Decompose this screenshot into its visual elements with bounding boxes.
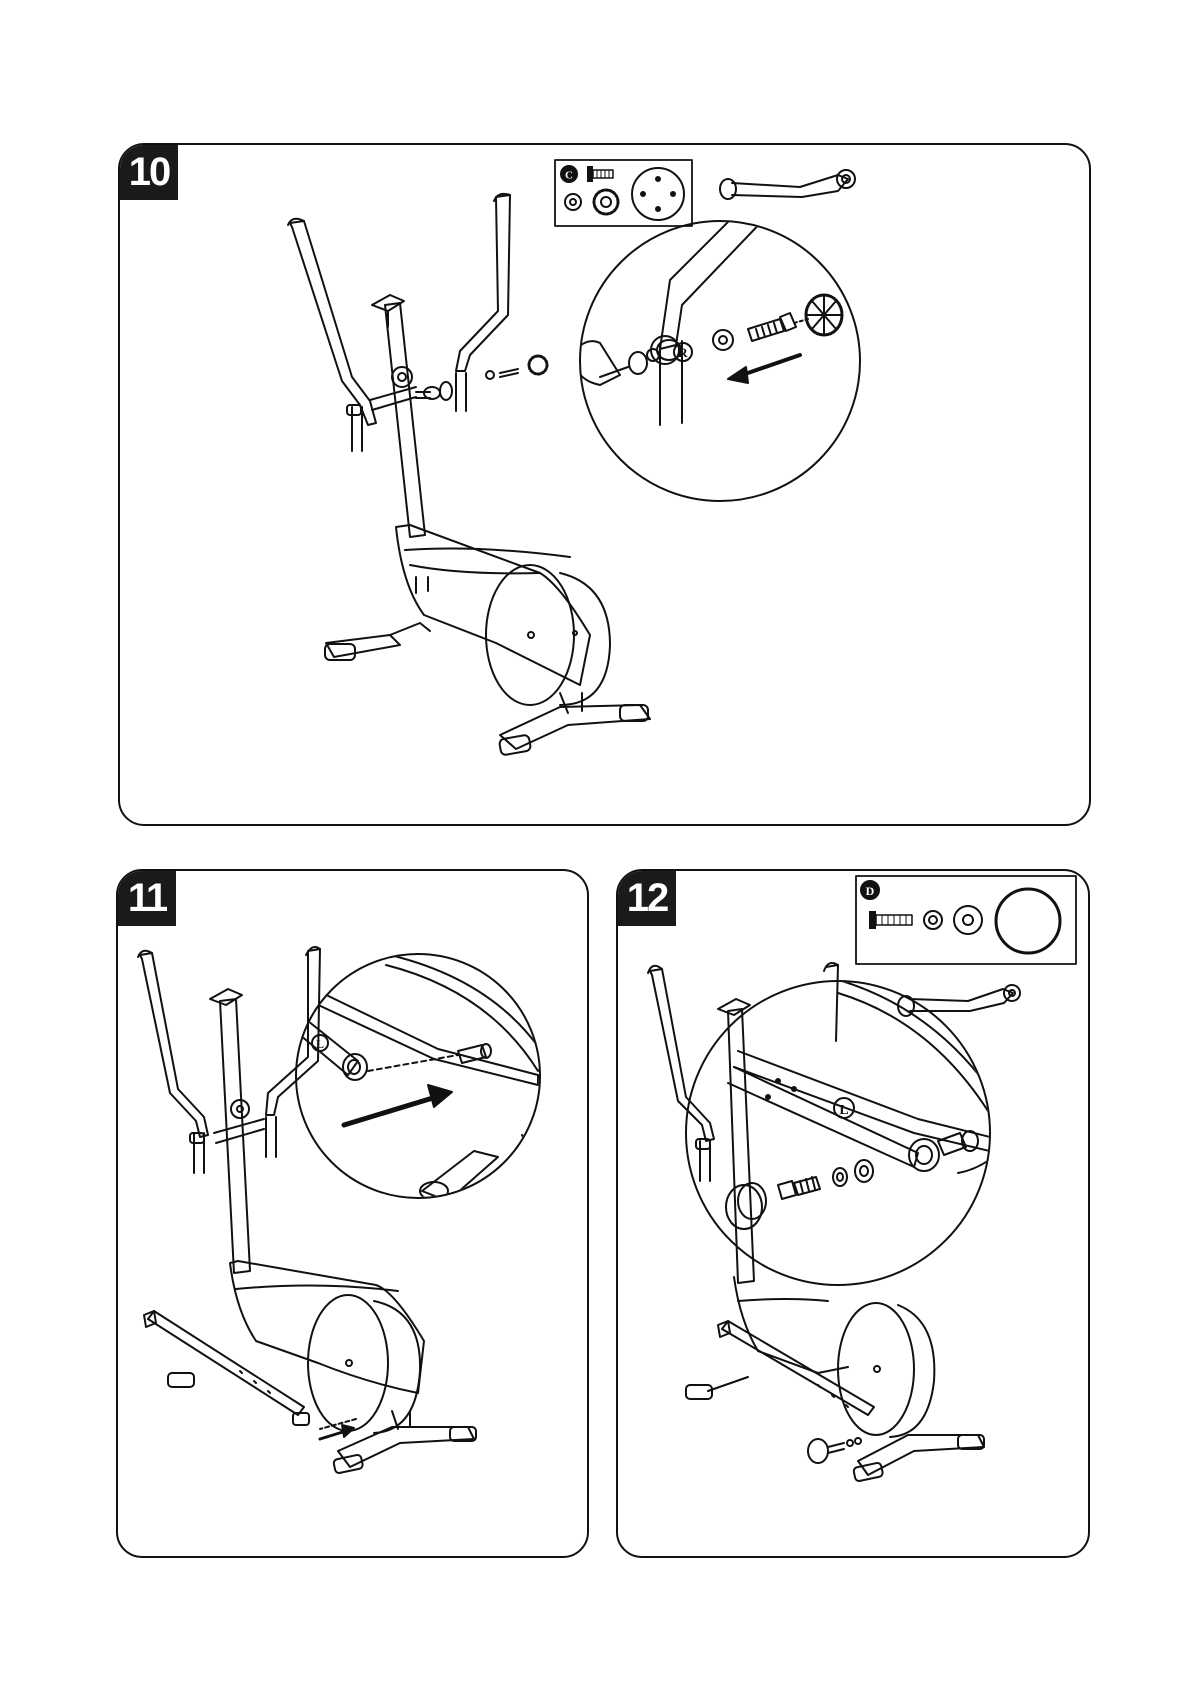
spring-washer-icon bbox=[833, 1168, 847, 1186]
end-cap-icon bbox=[806, 295, 842, 335]
step-11-illustration: L bbox=[118, 871, 589, 1558]
bolt-icon bbox=[748, 313, 796, 341]
end-cap-icon bbox=[726, 1183, 766, 1229]
direction-arrow-icon bbox=[728, 355, 800, 383]
elliptical-frame bbox=[648, 963, 984, 1482]
step-10-panel: 10 C bbox=[118, 143, 1091, 826]
pedal-arm-icon bbox=[898, 985, 1020, 1016]
washer-icon bbox=[565, 194, 581, 210]
step-12-panel: 12 D bbox=[616, 869, 1090, 1558]
detail-magnifier: R bbox=[575, 205, 860, 501]
hardware-pack-label: C bbox=[565, 170, 573, 182]
side-marker-r: R bbox=[674, 343, 692, 361]
washer-icon bbox=[855, 1160, 873, 1182]
spring-washer-icon bbox=[924, 911, 942, 929]
elliptical-frame bbox=[288, 194, 650, 756]
bolt-icon bbox=[587, 166, 613, 182]
spring-washer-icon bbox=[594, 190, 618, 214]
svg-text:L: L bbox=[839, 1103, 848, 1118]
bolt-icon bbox=[778, 1177, 820, 1199]
step-11-panel: 11 bbox=[116, 869, 589, 1558]
svg-text:L: L bbox=[316, 1037, 324, 1051]
end-cap-icon bbox=[996, 889, 1060, 953]
detail-magnifier: L bbox=[296, 954, 548, 1201]
pedal-arm-icon bbox=[720, 170, 855, 199]
hardware-pack-c: C bbox=[555, 160, 692, 226]
side-marker-l: L bbox=[312, 1035, 328, 1051]
direction-arrow-icon bbox=[344, 1085, 452, 1125]
step-12-illustration: D bbox=[618, 871, 1090, 1558]
end-cap-icon bbox=[632, 168, 684, 220]
side-marker-l: L bbox=[834, 1098, 854, 1118]
svg-text:R: R bbox=[678, 345, 688, 360]
step-10-illustration: C bbox=[120, 145, 1091, 826]
bolt-icon bbox=[869, 911, 912, 929]
washer-icon bbox=[954, 906, 982, 934]
hardware-pack-d: D bbox=[856, 876, 1076, 964]
hardware-pack-label: D bbox=[866, 884, 875, 898]
